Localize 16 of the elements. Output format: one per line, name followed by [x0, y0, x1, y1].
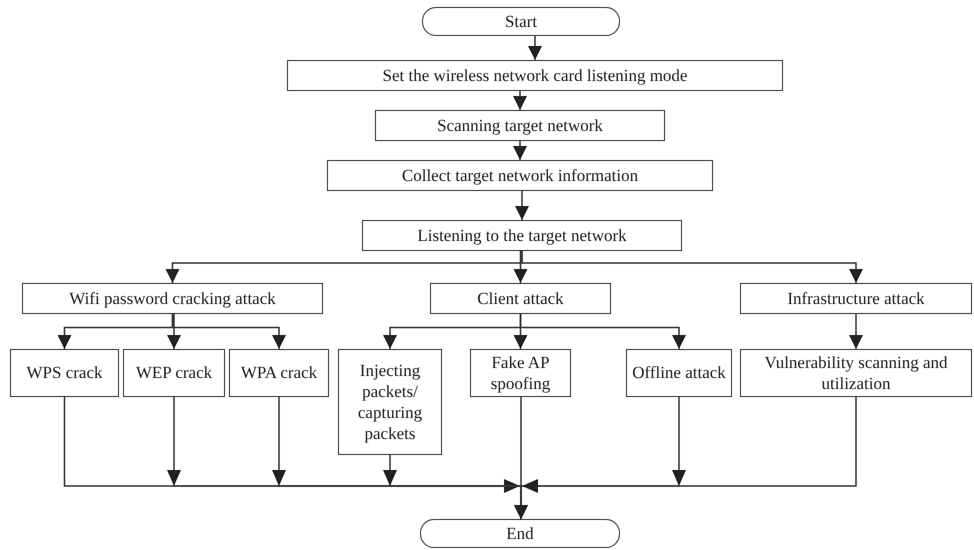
process-box: Wifi password cracking attack [22, 283, 323, 314]
process-box: Collect target network information [327, 160, 713, 191]
terminal-box: Start [422, 7, 620, 36]
process-box: WEP crack [123, 349, 225, 397]
process-box: Offline attack [626, 349, 732, 397]
process-box: Listening to the target network [362, 220, 682, 251]
process-box: Set the wireless network card listening mode [287, 60, 783, 91]
process-box: Vulnerability scanning and utilization [740, 349, 972, 397]
process-box: WPS crack [10, 349, 119, 397]
process-box: Injecting packets/ capturing packets [338, 349, 442, 455]
process-box: Infrastructure attack [740, 283, 972, 314]
process-box: WPA crack [229, 349, 329, 397]
terminal-box: End [420, 519, 620, 548]
process-box: Fake AP spoofing [470, 349, 571, 397]
process-box: Scanning target network [375, 110, 665, 141]
process-box: Client attack [430, 283, 611, 314]
